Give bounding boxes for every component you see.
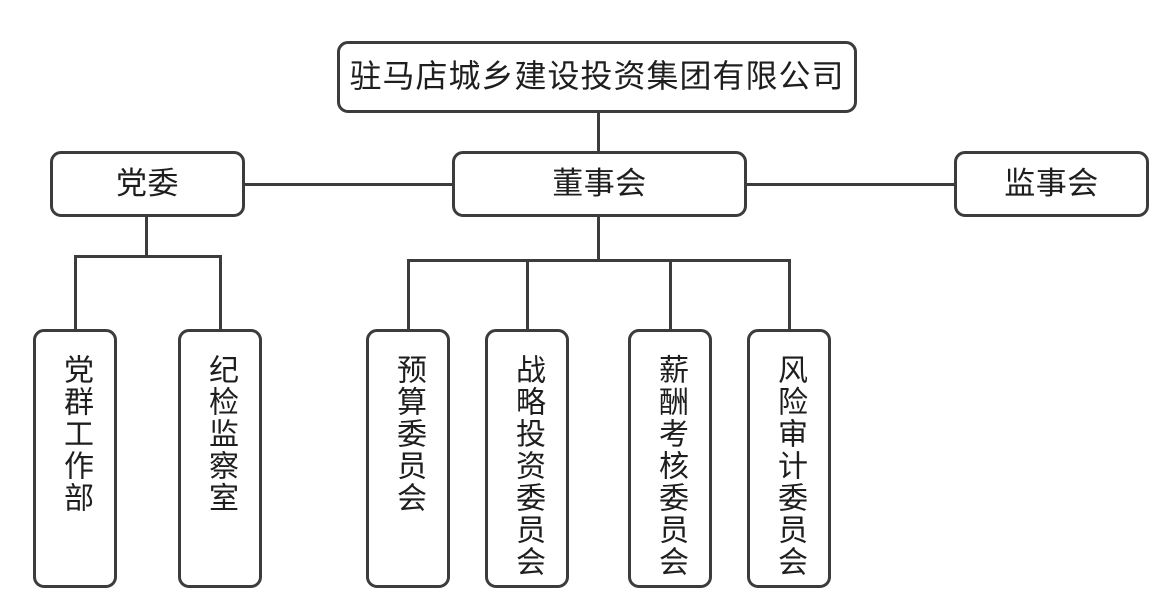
node-root-company[interactable]: 驻马店城乡建设投资集团有限公司 bbox=[337, 41, 857, 113]
connector-party-stem bbox=[145, 216, 148, 257]
connector-board-to-party bbox=[244, 183, 454, 186]
node-strategic-investment-committee-label: 战略投资委员会 bbox=[510, 354, 545, 578]
node-budget-committee[interactable]: 预算委员会 bbox=[366, 329, 450, 588]
connector-board-stem bbox=[597, 216, 600, 261]
node-remuneration-appraisal-committee[interactable]: 薪酬考核委员会 bbox=[628, 329, 712, 588]
connector-board-child-4 bbox=[788, 259, 791, 330]
node-party-committee-label: 党委 bbox=[116, 165, 179, 202]
node-discipline-inspection-office[interactable]: 纪检监察室 bbox=[178, 329, 262, 588]
node-risk-audit-committee[interactable]: 风险审计委员会 bbox=[747, 329, 831, 588]
node-root-company-label: 驻马店城乡建设投资集团有限公司 bbox=[349, 57, 845, 96]
node-remuneration-appraisal-committee-label: 薪酬考核委员会 bbox=[653, 354, 688, 578]
node-risk-audit-committee-label: 风险审计委员会 bbox=[772, 354, 807, 578]
connector-board-child-3 bbox=[669, 259, 672, 330]
node-board-of-supervisors[interactable]: 监事会 bbox=[954, 151, 1149, 217]
connector-party-child-2 bbox=[219, 255, 222, 330]
node-board-of-supervisors-label: 监事会 bbox=[1004, 165, 1099, 202]
node-strategic-investment-committee[interactable]: 战略投资委员会 bbox=[485, 329, 569, 588]
connector-root-to-board bbox=[597, 112, 600, 154]
connector-board-bus bbox=[407, 259, 791, 262]
node-party-committee[interactable]: 党委 bbox=[50, 151, 245, 217]
connector-board-child-1 bbox=[407, 259, 410, 330]
node-board-of-directors[interactable]: 董事会 bbox=[452, 151, 747, 217]
connector-party-bus bbox=[74, 255, 222, 258]
node-discipline-inspection-office-label: 纪检监察室 bbox=[203, 354, 238, 514]
node-party-mass-work-dept[interactable]: 党群工作部 bbox=[33, 329, 117, 588]
node-board-of-directors-label: 董事会 bbox=[552, 165, 647, 202]
node-budget-committee-label: 预算委员会 bbox=[391, 354, 426, 514]
node-party-mass-work-dept-label: 党群工作部 bbox=[58, 354, 93, 514]
connector-board-child-2 bbox=[526, 259, 529, 330]
connector-board-to-supervisors bbox=[746, 183, 956, 186]
connector-party-child-1 bbox=[74, 255, 77, 330]
